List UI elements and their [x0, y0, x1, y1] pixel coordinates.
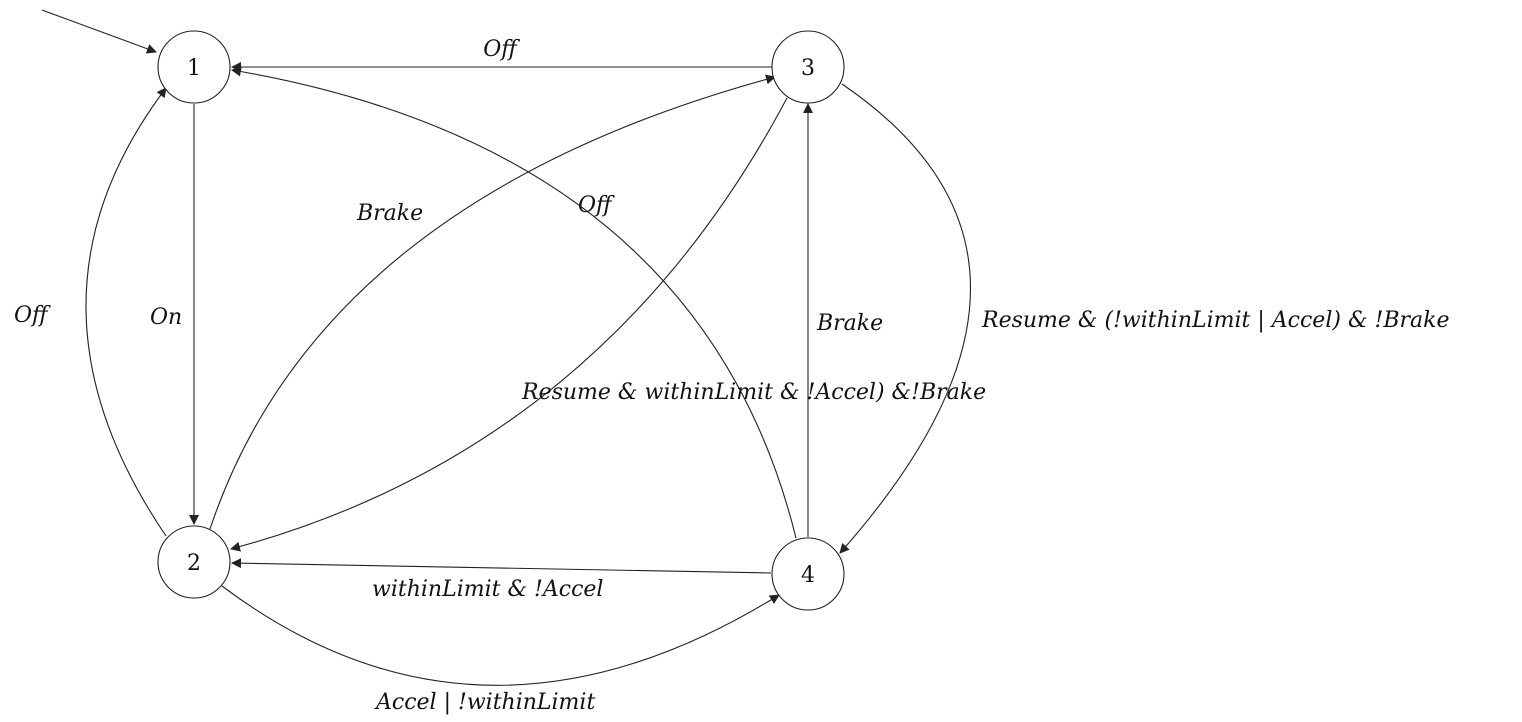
- edge-1-to-2-label: On: [150, 305, 182, 330]
- state-node-1-circle: [157, 30, 231, 104]
- edge-initial-to-1: [41, 9, 157, 54]
- edge-4-to-1: [231, 66, 797, 539]
- edge-2-to-4-label: Accel | !withinLimit: [374, 690, 595, 715]
- edge-3-to-4: [839, 83, 972, 554]
- state-node-4-circle: [771, 537, 845, 611]
- edge-2-to-1: [85, 87, 167, 537]
- state-node-1: 1: [157, 30, 231, 104]
- edge-4-to-3-label: Brake: [816, 311, 883, 336]
- edge-3-to-2-label: Resume & withinLimit & !Accel) &!Brake: [521, 380, 986, 405]
- edge-4-to-2: [231, 558, 772, 574]
- state-node-4: 4: [771, 537, 845, 611]
- edge-3-to-2: [230, 97, 788, 552]
- edge-3-to-4-label: Resume & (!withinLimit | Accel) & !Brake: [981, 308, 1450, 333]
- edge-2-to-3-label: Brake: [356, 201, 423, 226]
- state-node-3: 3: [771, 30, 845, 104]
- state-node-4-label: 4: [801, 563, 815, 588]
- state-node-2-circle: [157, 525, 231, 599]
- edge-3-to-1-label: Off: [483, 37, 520, 62]
- edge-2-to-1-label: Off: [14, 303, 51, 328]
- state-node-1-label: 1: [187, 56, 201, 81]
- edge-2-to-3: [209, 74, 776, 530]
- state-node-3-circle: [771, 30, 845, 104]
- state-node-2-label: 2: [187, 551, 201, 576]
- edge-4-to-2-label: withinLimit & !Accel: [372, 577, 603, 602]
- edge-4-to-1-label: Off: [578, 193, 615, 218]
- edge-2-to-4: [221, 585, 780, 686]
- state-node-2: 2: [157, 525, 231, 599]
- state-node-3-label: 3: [801, 56, 815, 81]
